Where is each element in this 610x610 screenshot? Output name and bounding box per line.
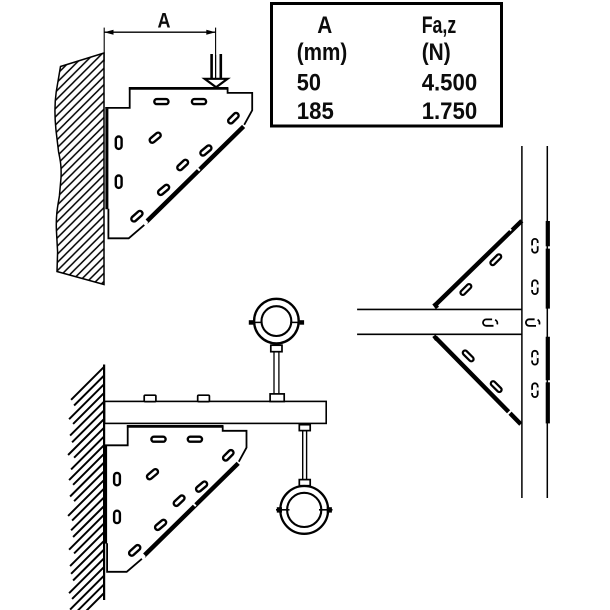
svg-text:1.750: 1.750 [422,98,478,125]
svg-text:4.500: 4.500 [422,70,478,97]
svg-text:(N): (N) [422,39,451,66]
svg-text:Fa,z: Fa,z [422,12,457,39]
svg-text:A: A [317,12,332,39]
svg-text:A: A [158,9,171,32]
svg-text:(mm): (mm) [297,39,348,66]
svg-text:185: 185 [297,98,334,125]
svg-text:50: 50 [297,70,321,97]
